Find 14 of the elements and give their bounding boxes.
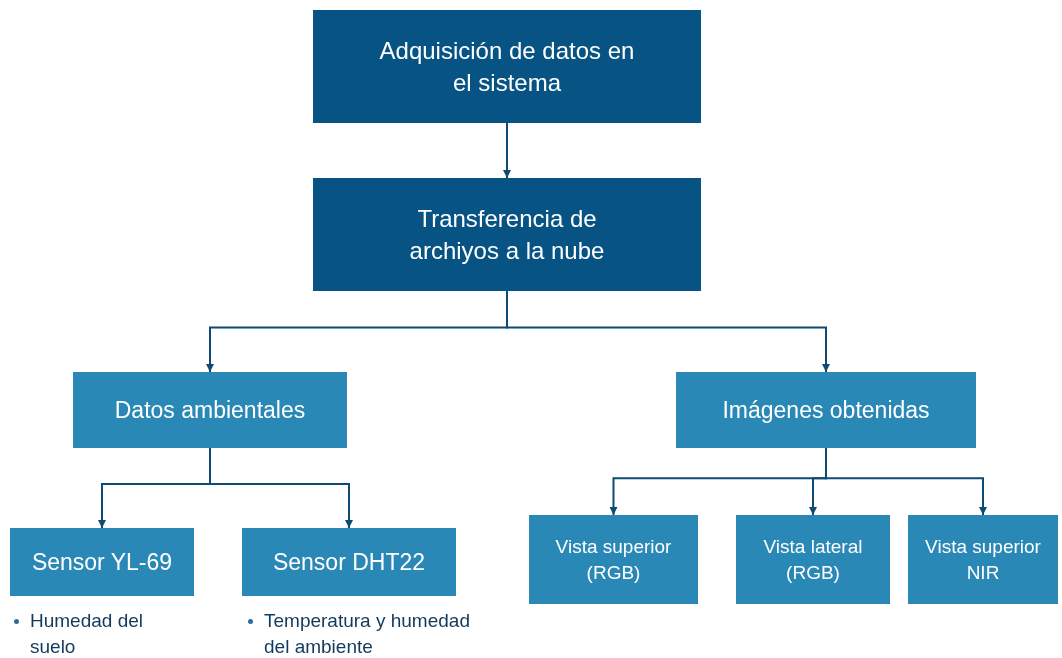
process-box: Datos ambientales	[73, 372, 347, 448]
arrow	[503, 122, 511, 179]
bullet-text: Temperatura y humedad del ambiente	[264, 609, 471, 658]
arrow	[825, 447, 987, 516]
process-box: Transferencia de archiyos a la nube	[313, 178, 701, 291]
process-box: Vista lateral (RGB)	[736, 515, 890, 604]
process-box: Adquisición de datos en el sistema	[313, 10, 701, 123]
process-box: Imágenes obtenidas	[676, 372, 976, 448]
process-box: Sensor DHT22	[242, 528, 456, 596]
process-box: Sensor YL-69	[10, 528, 194, 596]
process-box: Vista superior NIR	[908, 515, 1058, 604]
bullet-text: Humedad del suelo	[30, 609, 145, 658]
process-box: Vista superior (RGB)	[529, 515, 698, 604]
arrow	[209, 447, 353, 529]
